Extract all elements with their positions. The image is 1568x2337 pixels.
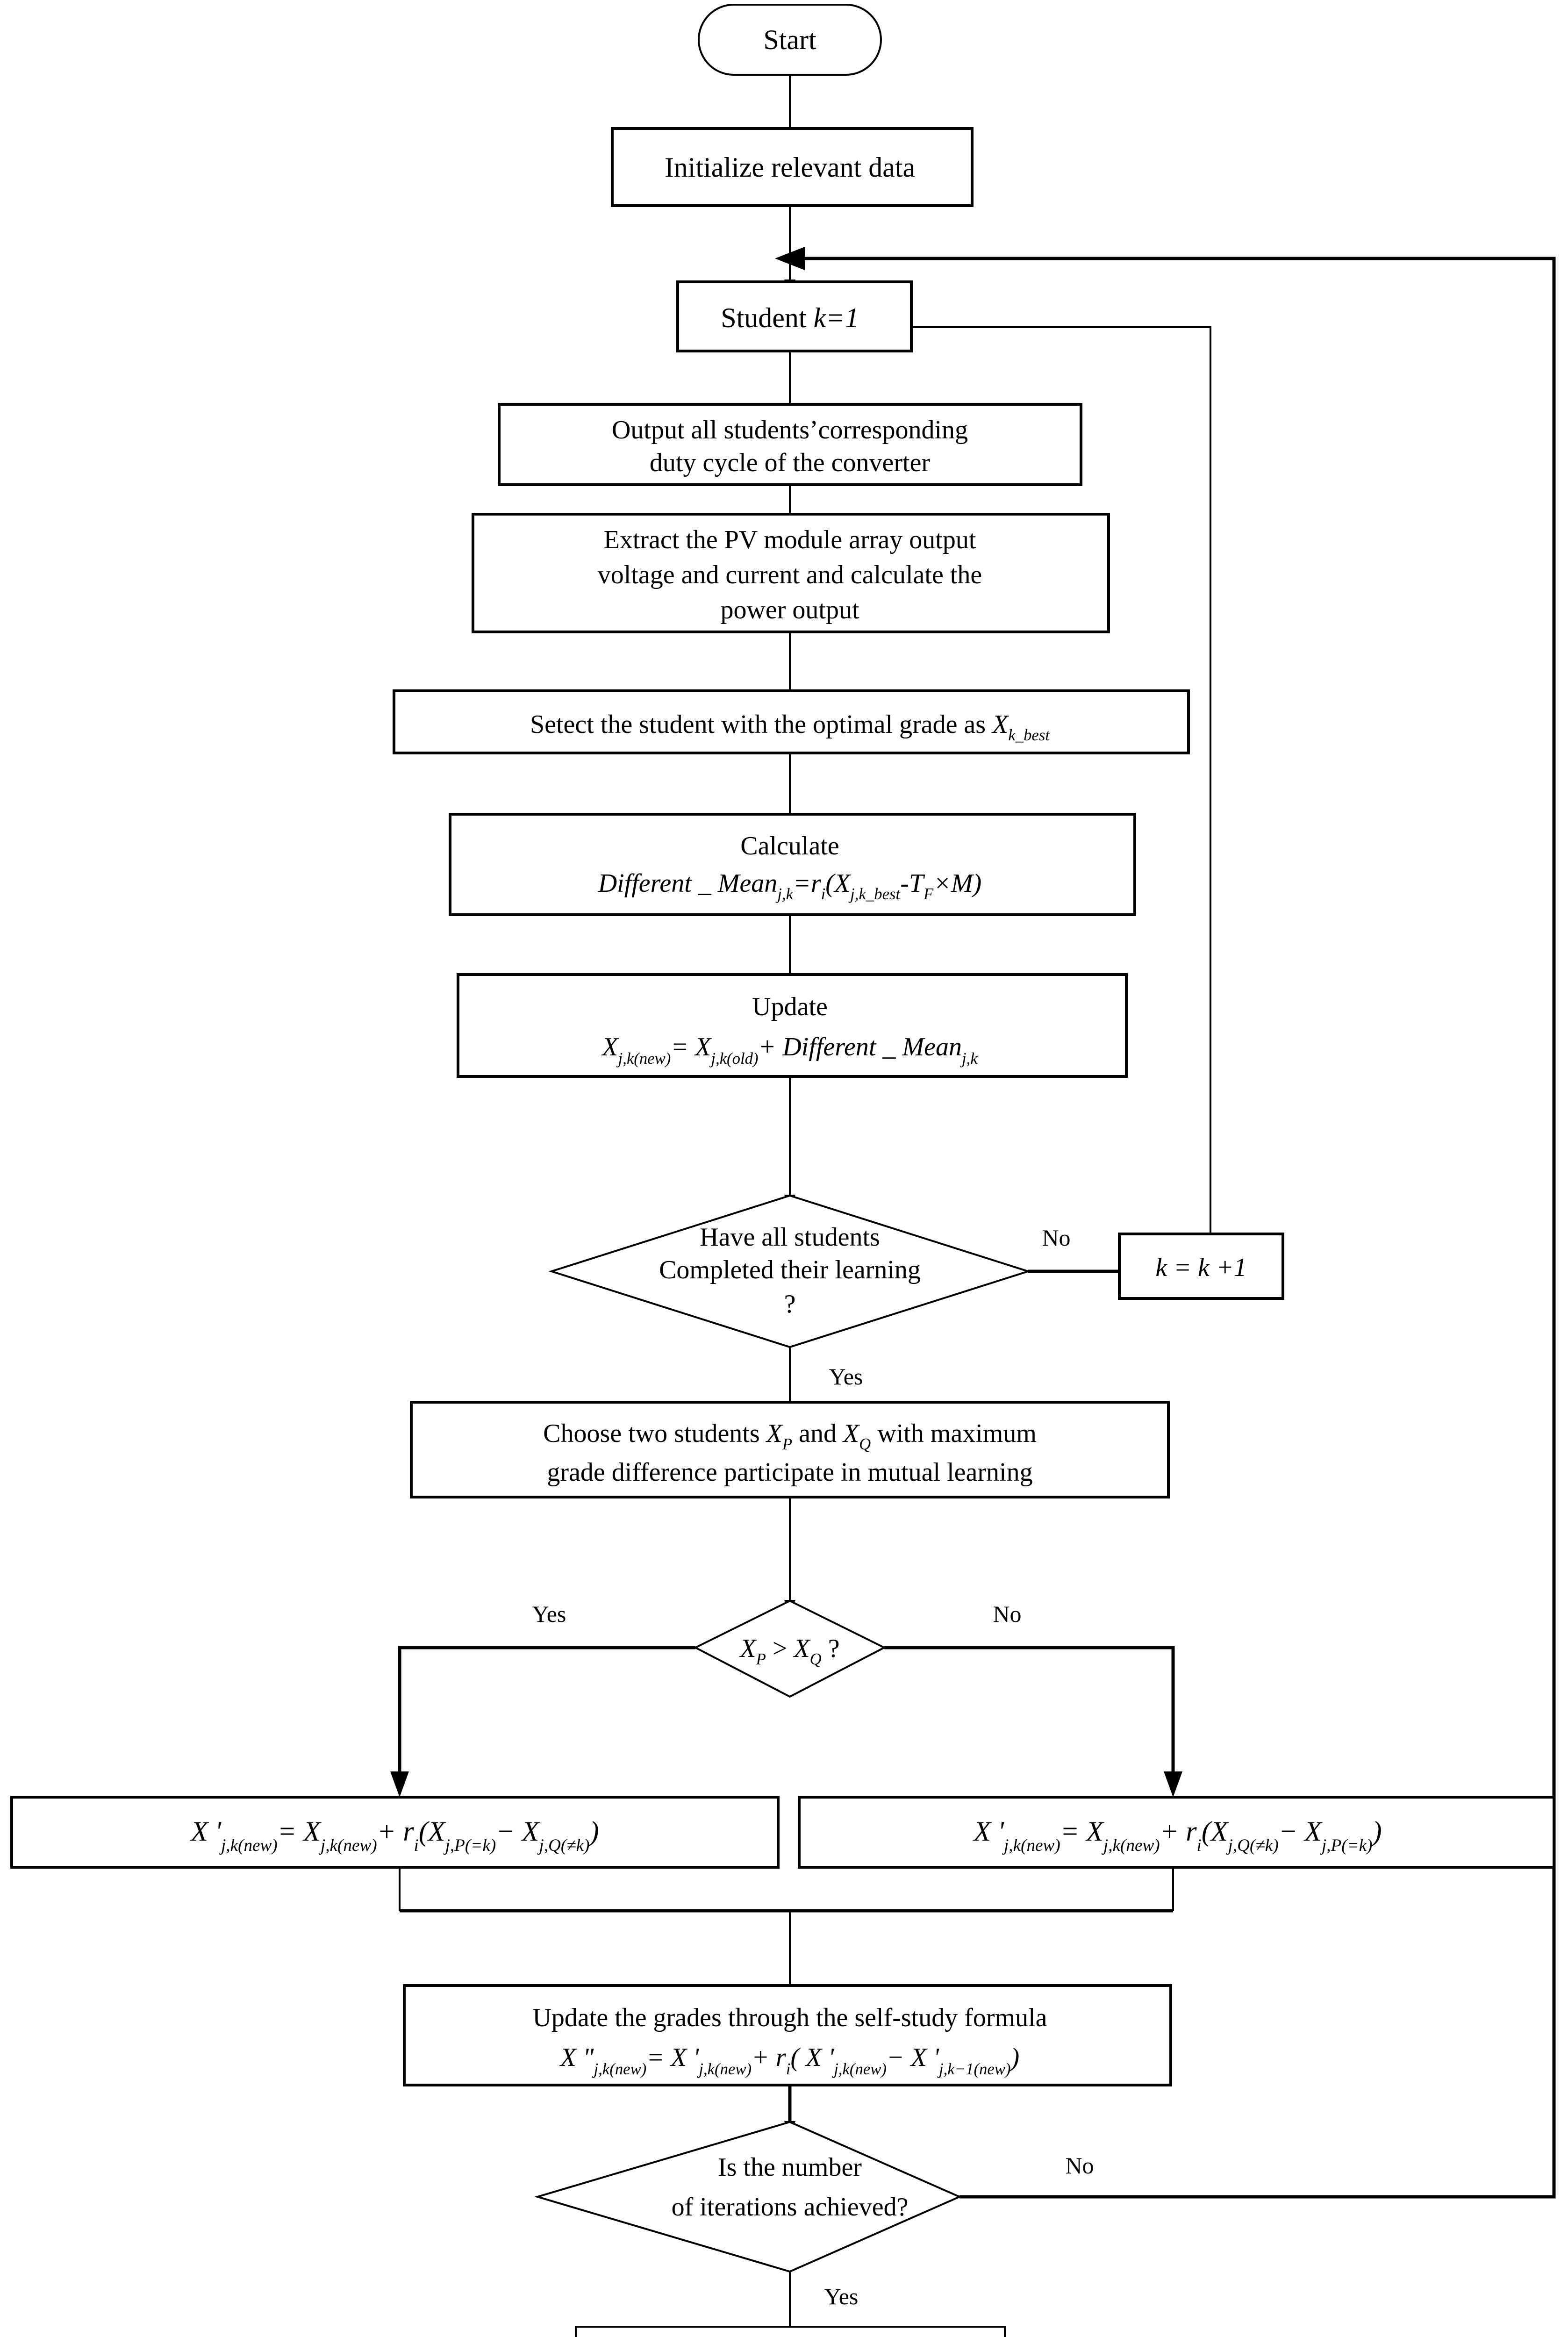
node-self-study-formula: X "j,k(new)= X 'j,k(new)+ ri( X 'j,k(new… xyxy=(559,2043,1019,2078)
node-self-study-shape xyxy=(403,1984,1172,2086)
edge-k-increment-loopback xyxy=(795,326,1211,1234)
node-choose-two-shape xyxy=(410,1401,1170,1498)
node-iterations-shape xyxy=(534,2121,962,2273)
node-extract-pv-line3: power output xyxy=(720,595,859,624)
edge-label-completed-no: No xyxy=(1042,1225,1070,1251)
node-output-duty-line1: Output all students’corresponding xyxy=(612,416,968,444)
node-output-duty-shape xyxy=(498,403,1082,486)
node-compare-pq-shape xyxy=(693,1599,887,1698)
node-calculate-mean-line1: Calculate xyxy=(740,832,839,860)
node-select-best-label: Setect the student with the optimal grad… xyxy=(530,710,1050,744)
node-all-completed-line1: Have all students xyxy=(700,1223,880,1252)
node-all-completed-line3: ? xyxy=(784,1290,796,1319)
node-student-k-shape xyxy=(676,280,913,352)
node-start-shape xyxy=(698,4,882,76)
node-student-k-label: Student k=1 xyxy=(721,302,859,333)
node-iterations-line2: of iterations achieved? xyxy=(672,2193,909,2222)
edge-iterations-no-loopback xyxy=(804,257,1556,2199)
node-k-increment-shape xyxy=(1118,1233,1284,1300)
node-update-x-line1: Update xyxy=(752,992,828,1021)
edge-label-iterations-no: No xyxy=(1065,2152,1094,2179)
node-formula-right-shape xyxy=(798,1796,1555,1869)
node-output-duty-line2: duty cycle of the converter xyxy=(650,448,931,477)
edge-compare-yes-arrowhead xyxy=(390,1771,409,1797)
node-calculate-mean-formula: Different _ Meanj,k=ri(Xj,k_best-TF×M) xyxy=(598,869,982,903)
node-initialize-label: Initialize relevant data xyxy=(665,152,915,183)
node-final-output-shape xyxy=(575,2326,1006,2337)
edge-compare-yes-branch xyxy=(398,1646,695,1771)
node-calculate-mean-shape xyxy=(449,813,1136,916)
node-formula-left-shape xyxy=(10,1796,780,1869)
edge-compare-no-branch xyxy=(884,1646,1175,1771)
node-update-x-shape xyxy=(457,973,1128,1078)
node-formula-left-label: X 'j,k(new)= Xj,k(new)+ ri(Xj,P(=k)− Xj,… xyxy=(190,1816,599,1855)
node-extract-pv-shape xyxy=(472,513,1110,633)
node-choose-two-line1: Choose two students XP and XQ with maxim… xyxy=(543,1419,1037,1453)
edge-label-completed-yes: Yes xyxy=(829,1363,863,1390)
node-formula-right-label: X 'j,k(new)= Xj,k(new)+ ri(Xj,Q(≠k)− Xj,… xyxy=(973,1816,1382,1855)
edge-compare-no-arrowhead xyxy=(1164,1771,1182,1797)
node-all-completed-shape xyxy=(548,1194,1031,1348)
node-start-label: Start xyxy=(763,24,816,55)
node-choose-two-line2: grade difference participate in mutual l… xyxy=(547,1458,1032,1487)
node-select-best-shape xyxy=(393,689,1190,754)
edge-label-compare-no: No xyxy=(993,1601,1021,1627)
node-extract-pv-line2: voltage and current and calculate the xyxy=(598,560,982,589)
node-compare-pq-label: XP > XQ ? xyxy=(739,1634,839,1668)
node-extract-pv-line1: Extract the PV module array output xyxy=(604,525,976,554)
node-update-x-formula: Xj,k(new)= Xj,k(old)+ Different _ Meanj,… xyxy=(601,1032,978,1068)
edge-label-iterations-yes: Yes xyxy=(824,2283,859,2309)
node-iterations-line1: Is the number xyxy=(718,2153,862,2182)
edge-iterations-no-arrowhead xyxy=(775,247,805,270)
edge-label-compare-yes: Yes xyxy=(532,1601,566,1627)
node-k-increment-label: k = k +1 xyxy=(1155,1253,1246,1282)
node-all-completed-line2: Completed their learning xyxy=(659,1255,921,1284)
node-self-study-line1: Update the grades through the self-study… xyxy=(532,2003,1047,2032)
node-initialize-shape xyxy=(611,127,974,207)
